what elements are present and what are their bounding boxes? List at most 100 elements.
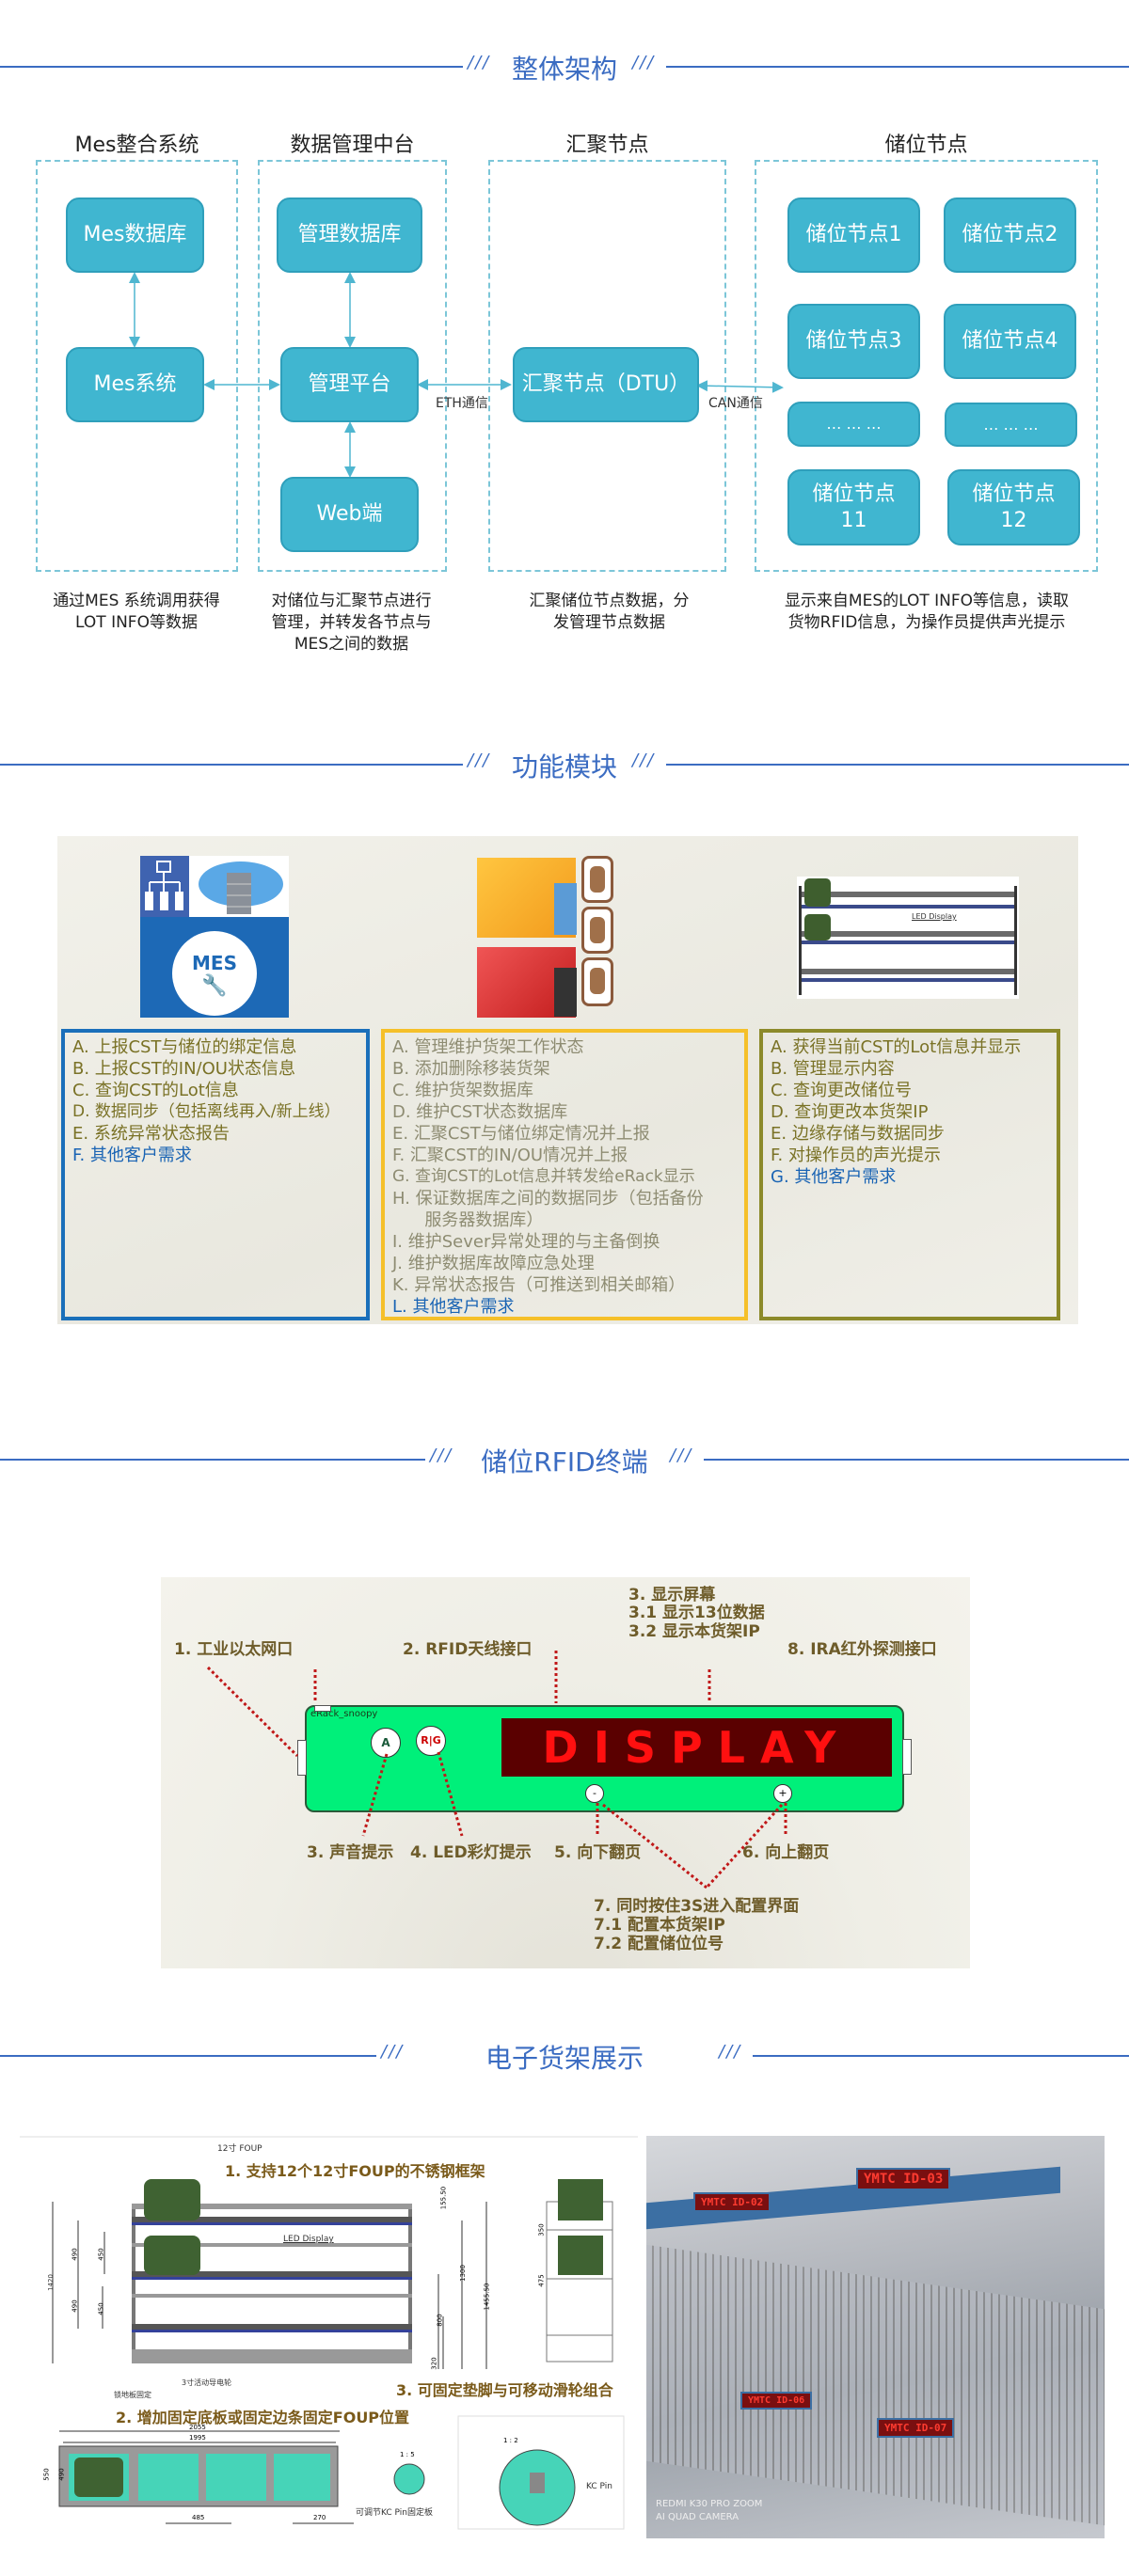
storage-node-12: 储位节点 12	[947, 469, 1080, 545]
list-item: E. 系统异常状态报告	[72, 1124, 230, 1144]
column-title: 储位节点	[884, 134, 968, 157]
divider	[666, 764, 1129, 766]
dimension: 1995	[189, 2434, 206, 2442]
divider	[0, 764, 463, 766]
section-title: 功能模块	[511, 751, 617, 782]
section-title: 电子货架展示	[485, 2043, 644, 2074]
wrench-icon: 🔧	[201, 974, 228, 998]
node-functions-box: A. 获得当前CST的Lot信息并显示 B. 管理显示内容 C. 查询更改储位号…	[759, 1029, 1060, 1320]
slash-decoration: ///	[670, 1446, 693, 1465]
label-page-down: 5. 向下翻页	[554, 1843, 642, 1862]
label-config: 7. 同时按住3S进入配置界面	[594, 1897, 800, 1916]
list-item: A. 获得当前CST的Lot信息并显示	[771, 1037, 1022, 1057]
caption-platform: 对储位与汇聚节点进行 管理，并转发各节点与 MES之间的数据	[271, 592, 432, 654]
storage-node-4: 储位节点4	[944, 304, 1076, 379]
device-name: eRack_snoopy	[310, 1709, 378, 1719]
slash-decoration: ///	[632, 751, 656, 770]
section-header-architecture: /// 整体架构 ///	[0, 47, 1129, 85]
slash-decoration: ///	[468, 751, 491, 770]
can-link-label: CAN通信	[708, 396, 763, 411]
list-item: B. 添加删除移装货架	[392, 1059, 550, 1079]
dimension: 1420	[46, 2274, 55, 2291]
list-item: F. 对操作员的声光提示	[771, 1146, 941, 1165]
rfid-antenna-port	[314, 1705, 331, 1712]
mes-badge: MES🔧	[172, 931, 257, 1016]
dimension: 485	[192, 2514, 205, 2521]
camera-watermark: AI QUAD CAMERA	[656, 2512, 739, 2522]
dimension: 800	[436, 2314, 444, 2327]
label-ethernet: 1. 工业以太网口	[174, 1640, 294, 1659]
slash-decoration: ///	[719, 2042, 742, 2062]
note-base: 2. 增加固定底板或固定边条固定FOUP位置	[116, 2409, 410, 2426]
list-item: C. 查询更改储位号	[771, 1081, 913, 1100]
dimension: 450	[97, 2248, 105, 2261]
divider	[0, 2055, 376, 2057]
dtu-node: 汇聚节点（DTU）	[513, 347, 699, 422]
label-config-slot: 7.2 配置储位位号	[594, 1935, 724, 1953]
eth-link-label: ETH通信	[436, 396, 488, 411]
management-database-node: 管理数据库	[277, 198, 422, 273]
list-item: E. 汇聚CST与储位绑定情况并上报	[392, 1124, 650, 1144]
rack-thumbnail: LED Display	[797, 877, 1019, 999]
dimension: 490	[71, 2299, 79, 2313]
list-item: I. 维护Sever异常处理的与主备倒换	[392, 1232, 660, 1252]
list-item: 服务器数据库）	[392, 1210, 544, 1230]
list-item: D. 数据同步（包括离线再入/新上线）	[72, 1102, 341, 1121]
label-page-up: 6. 向上翻页	[742, 1843, 830, 1862]
label-display: 3. 显示屏幕	[628, 1586, 716, 1604]
server-icon	[554, 968, 577, 1017]
platform-functions-box: A. 管理维护货架工作状态 B. 添加删除移装货架 C. 维护货架数据库 D. …	[381, 1029, 748, 1320]
ira-port	[902, 1739, 912, 1775]
group-box	[488, 160, 726, 572]
column-title: 汇聚节点	[565, 134, 649, 157]
dimension: 490	[71, 2248, 79, 2261]
buzzer-button[interactable]: A	[371, 1728, 401, 1758]
kc-pin-label: KC Pin	[586, 2482, 612, 2491]
label-display-ip: 3.2 显示本货架IP	[628, 1622, 760, 1641]
server-icon	[554, 883, 577, 935]
page-down-button[interactable]: -	[585, 1784, 604, 1803]
list-item: G. 其他客户需求	[771, 1167, 897, 1187]
note-feet: 3. 可固定垫脚与可移动滑轮组合	[396, 2381, 613, 2399]
list-item: A. 管理维护货架工作状态	[392, 1037, 584, 1057]
mes-database-node: Mes数据库	[66, 198, 204, 273]
management-platform-node: 管理平台	[280, 347, 419, 422]
mes-system-node: Mes系统	[66, 347, 204, 422]
list-item: J. 维护数据库故障应急处理	[392, 1254, 595, 1273]
shelf-drawing-lines	[52, 2179, 625, 2530]
list-item: B. 上报CST的IN/OU状态信息	[72, 1059, 295, 1079]
ethernet-port	[297, 1740, 307, 1776]
list-item: B. 管理显示内容	[771, 1059, 895, 1079]
list-item: K. 异常状态报告（可推送到相关邮箱）	[392, 1275, 686, 1295]
dimension: 1300	[458, 2265, 467, 2282]
dimension: 320	[430, 2357, 438, 2370]
list-item: D. 查询更改本货架IP	[771, 1102, 929, 1122]
list-item: D. 维护CST状态数据库	[392, 1102, 568, 1122]
list-item: C. 维护货架数据库	[392, 1081, 534, 1100]
mes-functions-box: A. 上报CST与储位的绑定信息 B. 上报CST的IN/OU状态信息 C. 查…	[61, 1029, 370, 1320]
group-box	[755, 160, 1098, 572]
dimension: 1455.50	[483, 2283, 491, 2311]
web-node: Web端	[280, 477, 419, 552]
wheel-label: 3寸活动导电轮	[182, 2378, 232, 2387]
perforated-shelves	[646, 2244, 1105, 2526]
page-up-button[interactable]: +	[773, 1784, 792, 1803]
dimension: 350	[537, 2223, 546, 2236]
label-rfid-antenna: 2. RFID天线接口	[403, 1640, 533, 1659]
list-item: F. 汇聚CST的IN/OU情况并上报	[392, 1146, 628, 1165]
divider	[0, 1459, 425, 1461]
caption-mes: 通过MES 系统调用获得 LOT INFO等数据	[53, 592, 220, 632]
database-add-icon	[581, 856, 613, 903]
dimension: 2055	[189, 2424, 206, 2431]
caption-dtu: 汇聚储位节点数据，分 发管理节点数据	[529, 592, 690, 632]
cloud-database-icon	[189, 856, 289, 917]
dimension: 270	[313, 2514, 326, 2521]
slash-decoration: ///	[430, 1446, 453, 1465]
kc-plate-label: 可调节KC Pin固定板	[356, 2508, 433, 2518]
storage-node-ellipsis: … … …	[945, 403, 1077, 447]
mes-icon: MES🔧	[140, 856, 289, 1018]
rfid-terminal-panel: eRack_snoopy DISPLAY A R|G - + 1. 工业以太网口…	[161, 1577, 970, 1968]
led-display-id-03: YMTC ID-03	[856, 2168, 951, 2190]
list-item: F. 其他客户需求	[72, 1146, 192, 1165]
list-item: H. 保证数据库之间的数据同步（包括备份	[392, 1189, 704, 1209]
